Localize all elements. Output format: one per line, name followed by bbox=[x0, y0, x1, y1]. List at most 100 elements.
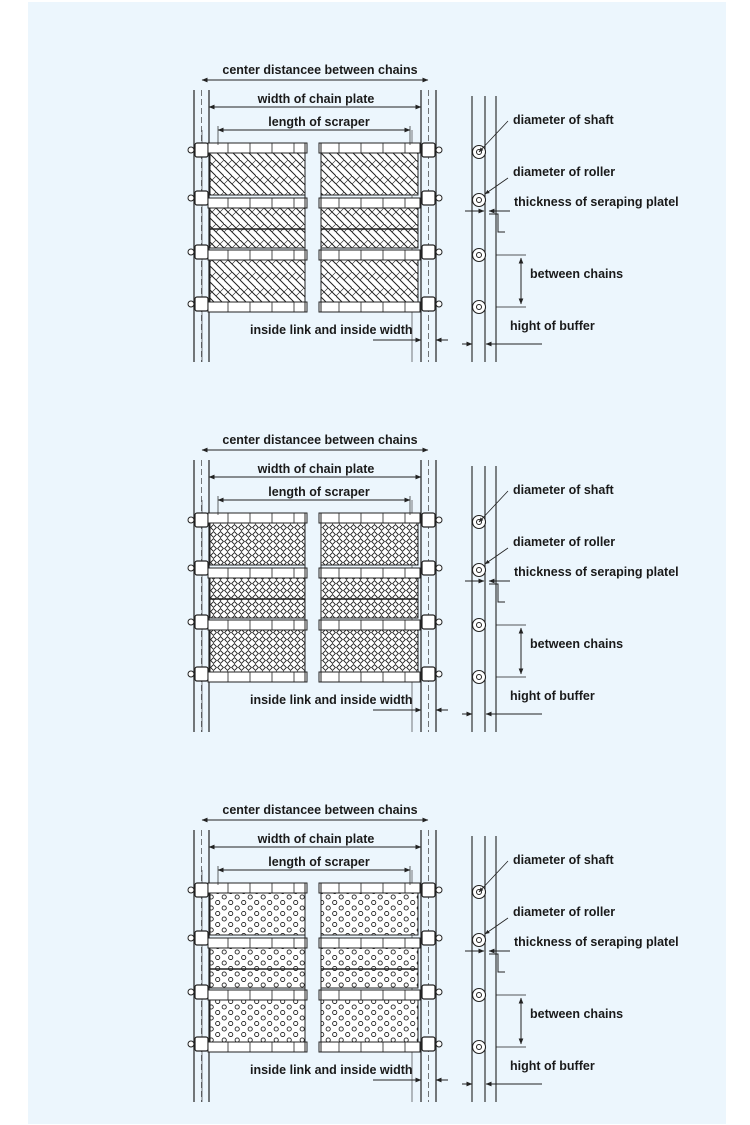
left-mesh-panel bbox=[209, 522, 306, 566]
chain-pin bbox=[187, 146, 195, 154]
label-roller-diameter: diameter of roller bbox=[513, 905, 615, 919]
right-mesh-panel bbox=[320, 522, 419, 566]
scraper-strip bbox=[318, 301, 421, 313]
leader-roller bbox=[484, 177, 509, 195]
scraper-strip bbox=[318, 567, 421, 579]
label-plate-thickness: thickness of seraping platel bbox=[514, 195, 679, 209]
chain-link bbox=[194, 666, 209, 682]
chain-link bbox=[194, 614, 209, 630]
label-between-chains: between chains bbox=[530, 637, 623, 651]
label-between-chains: between chains bbox=[530, 267, 623, 281]
scraper-strip bbox=[318, 619, 421, 631]
label-center-distance: center distancee between chains bbox=[222, 803, 417, 817]
chain-pin bbox=[187, 886, 195, 894]
label-buffer-height: hight of buffer bbox=[510, 319, 595, 333]
chain-link bbox=[194, 142, 209, 158]
left-chain bbox=[187, 90, 210, 362]
shaft bbox=[476, 1044, 482, 1050]
label-between-chains: between chains bbox=[530, 1007, 623, 1021]
leader-shaft bbox=[478, 860, 509, 893]
left-chain bbox=[187, 460, 210, 732]
scraping-plate bbox=[489, 953, 505, 973]
scraper-strip bbox=[318, 249, 421, 261]
chain-link bbox=[194, 244, 209, 260]
right-chain bbox=[411, 830, 443, 1102]
scraping-plate bbox=[489, 583, 505, 603]
right-mesh-panel bbox=[320, 946, 419, 989]
scraper-strip bbox=[318, 512, 421, 524]
scraper-strip bbox=[207, 989, 308, 1001]
left-mesh-panel bbox=[209, 628, 306, 675]
chain-link bbox=[421, 560, 436, 576]
label-shaft-diameter: diameter of shaft bbox=[513, 853, 615, 867]
shaft bbox=[476, 674, 482, 680]
chain-link bbox=[421, 296, 436, 312]
label-roller-diameter: diameter of roller bbox=[513, 535, 615, 549]
chain-pin bbox=[187, 934, 195, 942]
scraper-strip bbox=[318, 197, 421, 209]
chain-pin bbox=[435, 516, 443, 524]
label-chain-plate-width: width of chain plate bbox=[257, 92, 375, 106]
left-mesh-panel bbox=[209, 946, 306, 989]
right-chain bbox=[411, 460, 443, 732]
label-chain-plate-width: width of chain plate bbox=[257, 462, 375, 476]
chain-pin bbox=[187, 670, 195, 678]
right-mesh-panel bbox=[320, 152, 419, 196]
scraper-strip bbox=[207, 671, 308, 683]
dim-scraper-length bbox=[217, 496, 411, 515]
scraper-strip bbox=[207, 197, 308, 209]
chain-link bbox=[194, 882, 209, 898]
chain-pin bbox=[187, 1040, 195, 1048]
chain-link bbox=[194, 512, 209, 528]
side-view: diameter of shaft diameter of roller thick… bbox=[462, 466, 679, 732]
left-mesh-panel bbox=[209, 206, 306, 249]
shaft bbox=[476, 304, 482, 310]
label-buffer-height: hight of buffer bbox=[510, 1059, 595, 1073]
label-plate-thickness: thickness of seraping platel bbox=[514, 935, 679, 949]
chain-pin bbox=[435, 618, 443, 626]
chain-link bbox=[194, 1036, 209, 1052]
dim-scraper-length bbox=[217, 126, 411, 145]
chain-link bbox=[421, 666, 436, 682]
chain-pin bbox=[187, 988, 195, 996]
label-roller-diameter: diameter of roller bbox=[513, 165, 615, 179]
chain-pin bbox=[435, 300, 443, 308]
scraper-strip bbox=[207, 882, 308, 894]
leader-shaft bbox=[478, 490, 509, 523]
left-chain bbox=[187, 830, 210, 1102]
left-mesh-panel bbox=[209, 998, 306, 1045]
label-scraper-length: length of scraper bbox=[268, 855, 370, 869]
shaft bbox=[476, 622, 482, 628]
chain-pin bbox=[187, 516, 195, 524]
scraping-plate bbox=[489, 213, 505, 233]
dim-scraper-length bbox=[217, 866, 411, 885]
scraper-strip bbox=[207, 1041, 308, 1053]
right-mesh-panel bbox=[320, 206, 419, 249]
shaft bbox=[476, 252, 482, 258]
chain-pin bbox=[187, 618, 195, 626]
chain-pin bbox=[187, 194, 195, 202]
chain-link bbox=[421, 984, 436, 1000]
leader-roller bbox=[484, 547, 509, 565]
chain-link bbox=[421, 1036, 436, 1052]
label-scraper-length: length of scraper bbox=[268, 485, 370, 499]
scraper-strip bbox=[207, 567, 308, 579]
scraper-strip bbox=[318, 142, 421, 154]
label-plate-thickness: thickness of seraping platel bbox=[514, 565, 679, 579]
label-shaft-diameter: diameter of shaft bbox=[513, 483, 615, 497]
scraper-strip bbox=[207, 301, 308, 313]
side-view: diameter of shaft diameter of roller thick… bbox=[462, 836, 679, 1102]
leader-shaft bbox=[478, 120, 509, 153]
chain-pin bbox=[435, 988, 443, 996]
chain-pin bbox=[187, 248, 195, 256]
chain-link bbox=[194, 930, 209, 946]
scraper-strip bbox=[207, 249, 308, 261]
chain-link bbox=[421, 614, 436, 630]
chain-pin bbox=[435, 670, 443, 678]
chain-link bbox=[421, 244, 436, 260]
